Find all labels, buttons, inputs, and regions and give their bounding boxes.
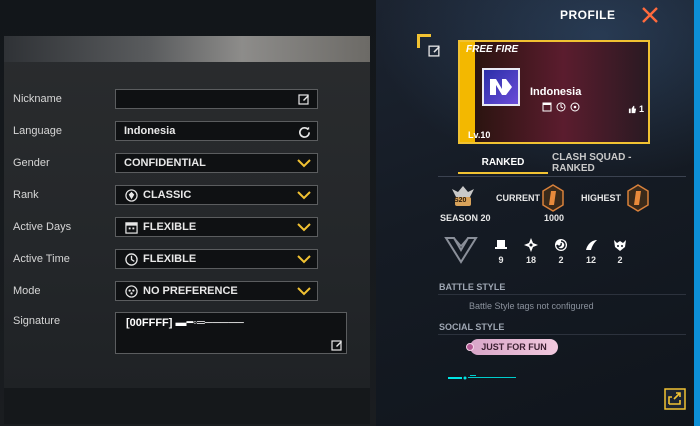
stat-shuriken: 18 xyxy=(520,238,542,265)
avatar-emblem-icon xyxy=(490,79,512,95)
swirl-icon xyxy=(555,239,567,251)
signature-value: [00FFFF] ▬━◦═───── xyxy=(126,317,244,329)
language-label: Language xyxy=(13,125,62,137)
season-badge xyxy=(450,183,476,209)
season-label: SEASON 20 xyxy=(440,213,491,223)
avatar xyxy=(482,68,520,106)
mode-label: Mode xyxy=(13,285,41,297)
banner-frame-corner xyxy=(417,34,431,48)
classic-mode-icon xyxy=(124,188,138,202)
tab-ranked[interactable]: RANKED xyxy=(458,152,548,174)
rank-emblem-icon xyxy=(627,184,649,212)
close-button[interactable] xyxy=(640,5,660,25)
gamepad-icon xyxy=(124,284,138,298)
mode-value: NO PREFERENCE xyxy=(143,285,238,297)
chevron-down-icon[interactable] xyxy=(295,186,313,204)
clock-icon xyxy=(124,252,138,266)
active-time-select[interactable]: FLEXIBLE xyxy=(115,249,318,269)
wing-emblem-icon xyxy=(444,237,478,264)
battle-style-note: Battle Style tags not configured xyxy=(469,301,594,311)
social-style-title: SOCIAL STYLE xyxy=(439,322,505,332)
profile-banner[interactable]: FREE FIRE Indonesia 1 Lv.10 xyxy=(458,40,650,144)
nickname-label: Nickname xyxy=(13,93,62,105)
stat-claw: 12 xyxy=(580,238,602,265)
thumbs-up-icon xyxy=(628,105,637,113)
calendar-icon xyxy=(542,102,552,112)
current-rank-points: 1000 xyxy=(544,213,565,223)
section-divider xyxy=(438,334,686,335)
chevron-down-icon[interactable] xyxy=(295,154,313,172)
calendar-icon xyxy=(124,220,138,234)
season-badge-text: S20 xyxy=(454,197,467,204)
season-crest-icon xyxy=(452,186,474,206)
edit-icon[interactable] xyxy=(295,90,313,108)
mode-select[interactable]: NO PREFERENCE xyxy=(115,281,318,301)
nickname-input[interactable] xyxy=(115,89,318,109)
hat-icon xyxy=(495,240,507,249)
player-level: Lv.10 xyxy=(468,130,491,140)
stat-value: 2 xyxy=(558,255,564,265)
stat-value: 2 xyxy=(617,255,623,265)
share-icon xyxy=(664,388,686,410)
rank-label: Rank xyxy=(13,189,39,201)
free-fire-logo: FREE FIRE xyxy=(466,44,519,55)
active-days-label: Active Days xyxy=(13,221,72,233)
gender-select[interactable]: CONFIDENTIAL xyxy=(115,153,318,173)
banner-icon-row xyxy=(542,102,580,112)
chevron-down-icon[interactable] xyxy=(295,282,313,300)
social-style-tag: JUST FOR FUN xyxy=(470,339,558,355)
gender-label: Gender xyxy=(13,157,50,169)
claw-icon xyxy=(586,240,597,250)
stat-value: 18 xyxy=(525,255,536,265)
signature-label: Signature xyxy=(13,315,61,327)
profile-title: PROFILE xyxy=(560,8,616,22)
weapon-mastery-emblem xyxy=(444,232,478,266)
shuriken-icon xyxy=(524,238,538,252)
active-time-value: FLEXIBLE xyxy=(143,253,197,265)
likes-count: 1 xyxy=(639,104,645,114)
rank-value: CLASSIC xyxy=(143,189,192,201)
panel-footer xyxy=(4,388,370,424)
battle-style-title: BATTLE STYLE xyxy=(439,282,506,292)
refresh-icon[interactable] xyxy=(295,122,313,140)
likes-counter[interactable]: 1 xyxy=(628,104,644,114)
edit-banner-button[interactable] xyxy=(428,44,442,58)
share-button[interactable] xyxy=(664,388,686,410)
chevron-down-icon[interactable] xyxy=(295,218,313,236)
stat-hat: 9 xyxy=(490,238,512,265)
signature-input[interactable]: [00FFFF] ▬━◦═───── xyxy=(115,312,347,354)
stat-swirl: 2 xyxy=(550,238,572,265)
stat-skull: 2 xyxy=(609,238,631,265)
close-icon xyxy=(642,7,658,23)
current-rank-label: CURRENT xyxy=(496,193,540,203)
section-divider xyxy=(438,294,686,295)
player-name: Indonesia xyxy=(530,86,582,98)
gender-value: CONFIDENTIAL xyxy=(124,157,206,169)
rank-select[interactable]: CLASSIC xyxy=(115,185,318,205)
highest-rank-badge xyxy=(627,184,649,212)
edit-icon[interactable] xyxy=(331,338,343,351)
active-time-label: Active Time xyxy=(13,253,70,265)
stat-value: 9 xyxy=(498,255,504,265)
rank-emblem-icon xyxy=(542,184,564,212)
active-days-value: FLEXIBLE xyxy=(143,221,197,233)
gamepad-icon xyxy=(570,102,580,112)
edit-icon xyxy=(428,45,440,57)
panel-header-strip xyxy=(4,36,370,62)
profile-signature-preview xyxy=(448,369,518,380)
language-select[interactable]: Indonesia xyxy=(115,121,318,141)
language-value: Indonesia xyxy=(124,125,176,137)
tab-clash-squad-ranked[interactable]: CLASH SQUAD - RANKED xyxy=(552,152,632,174)
stat-value: 12 xyxy=(585,255,596,265)
highest-rank-label: HIGHEST xyxy=(581,193,622,203)
clock-icon xyxy=(556,102,566,112)
chevron-down-icon[interactable] xyxy=(295,250,313,268)
tab-divider xyxy=(438,176,686,177)
skull-icon xyxy=(614,240,626,251)
active-days-select[interactable]: FLEXIBLE xyxy=(115,217,318,237)
tag-emblem-icon xyxy=(466,343,474,351)
current-rank-badge xyxy=(542,184,564,212)
